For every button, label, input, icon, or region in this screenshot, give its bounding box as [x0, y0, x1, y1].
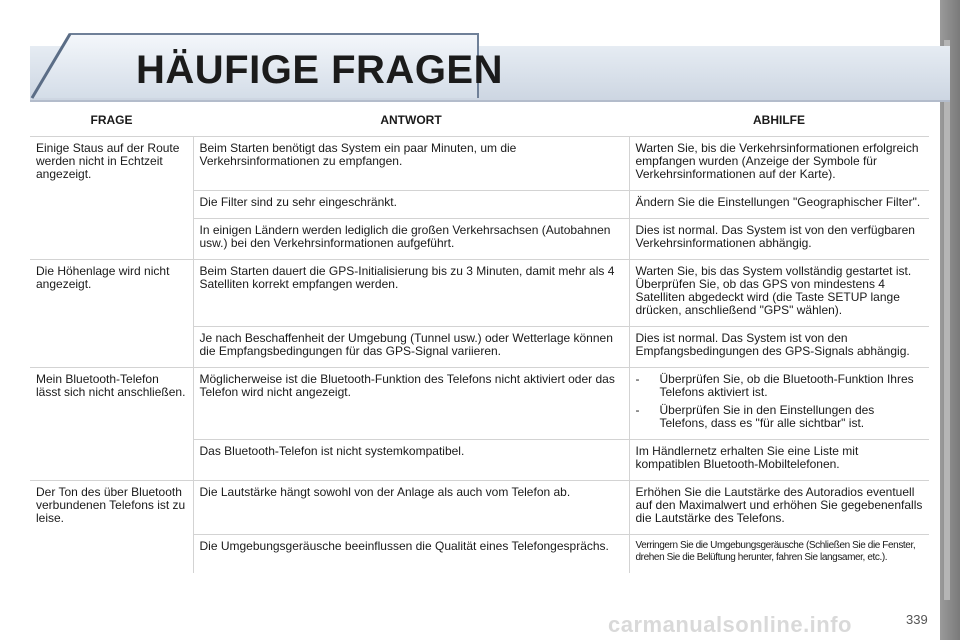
answer-cell: Die Umgebungsgeräusche beeinflussen die … — [193, 534, 630, 573]
answer-cell: Beim Starten benötigt das System ein paa… — [193, 136, 630, 191]
column-header-frage: FRAGE — [30, 104, 193, 137]
table-row: Der Ton des über Bluetooth verbundenen T… — [30, 480, 929, 573]
page-edge-tab — [940, 0, 960, 640]
table-row: Je nach Beschaffenheit der Umgebung (Tun… — [30, 326, 929, 368]
page-title: HÄUFIGE FRAGEN — [136, 48, 503, 92]
table-row: Mein Bluetooth-Telefon lässt sich nicht … — [30, 367, 929, 481]
dash-bullet: - — [635, 372, 640, 386]
table-row: Die Umgebungsgeräusche beeinflussen die … — [30, 534, 929, 573]
answer-cell: Die Filter sind zu sehr eingeschränkt. — [193, 190, 630, 219]
table-row: In einigen Ländern werden lediglich die … — [30, 218, 929, 260]
page-edge-tab-inner — [944, 40, 950, 600]
remedy-cell: Verringern Sie die Umgebungsgeräusche (S… — [629, 534, 929, 573]
question-cell: Die Höhenlage wird nicht angezeigt. — [30, 259, 194, 368]
remedy-list-item: - Überprüfen Sie in den Einstellungen des… — [636, 404, 924, 430]
column-header-antwort: ANTWORT — [193, 104, 629, 137]
table-header-row: FRAGE ANTWORT ABHILFE — [30, 104, 929, 137]
remedy-list-item-text: Überprüfen Sie, ob die Bluetooth-Funktio… — [659, 372, 914, 399]
remedy-list: - Überprüfen Sie, ob die Bluetooth-Funkti… — [636, 373, 924, 430]
answer-cell: Je nach Beschaffenheit der Umgebung (Tun… — [193, 326, 630, 368]
dash-bullet: - — [635, 403, 640, 417]
question-cell: Der Ton des über Bluetooth verbundenen T… — [30, 480, 194, 573]
table-row: Einige Staus auf der Route werden nicht … — [30, 136, 929, 260]
remedy-list-item: - Überprüfen Sie, ob die Bluetooth-Funkti… — [636, 373, 924, 399]
header-tab — [30, 30, 480, 100]
question-cell: Mein Bluetooth-Telefon lässt sich nicht … — [30, 367, 194, 481]
answer-cell: Möglicherweise ist die Bluetooth-Funktio… — [193, 367, 630, 440]
table-row: Die Filter sind zu sehr eingeschränkt. Ä… — [30, 190, 929, 219]
answer-cell: Die Lautstärke hängt sowohl von der Anla… — [193, 480, 630, 535]
remedy-cell: Ändern Sie die Einstellungen "Geographis… — [629, 190, 929, 219]
answer-cell: Das Bluetooth-Telefon ist nicht systemko… — [193, 439, 630, 481]
watermark: carmanualsonline.info — [608, 612, 852, 637]
remedy-cell: Erhöhen Sie die Lautstärke des Autoradio… — [629, 480, 929, 535]
question-cell: Einige Staus auf der Route werden nicht … — [30, 136, 194, 260]
remedy-cell: Dies ist normal. Das System ist von den … — [629, 326, 929, 368]
remedy-cell: Dies ist normal. Das System ist von den … — [629, 218, 929, 260]
answer-cell: Beim Starten dauert die GPS-Initialisier… — [193, 259, 630, 327]
remedy-cell: Im Händlernetz erhalten Sie eine Liste m… — [629, 439, 929, 481]
answer-cell: In einigen Ländern werden lediglich die … — [193, 218, 630, 260]
remedy-cell: Warten Sie, bis die Verkehrsinformatione… — [629, 136, 929, 191]
table-row: Das Bluetooth-Telefon ist nicht systemko… — [30, 439, 929, 481]
page-number: 339 — [906, 612, 928, 627]
remedy-cell: - Überprüfen Sie, ob die Bluetooth-Funkti… — [629, 367, 929, 440]
faq-table: FRAGE ANTWORT ABHILFE Einige Staus auf d… — [30, 104, 929, 573]
column-header-abhilfe: ABHILFE — [629, 104, 929, 137]
remedy-cell: Warten Sie, bis das System vollständig g… — [629, 259, 929, 327]
table-row: Die Höhenlage wird nicht angezeigt. Beim… — [30, 259, 929, 368]
remedy-list-item-text: Überprüfen Sie in den Einstellungen des … — [659, 403, 875, 430]
